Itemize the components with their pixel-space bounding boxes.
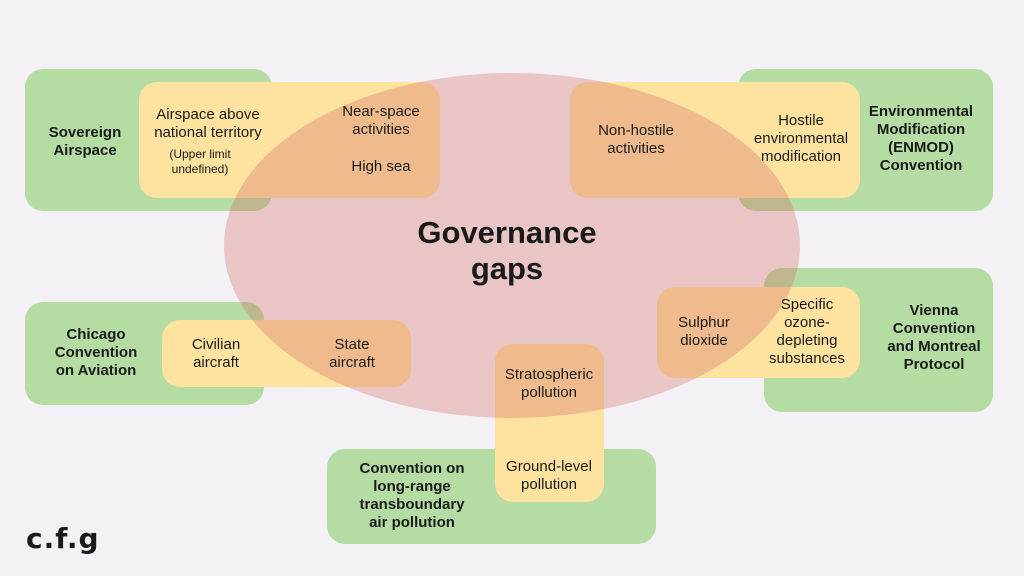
enmod-gap: Non-hostile activities <box>598 122 674 157</box>
sovereign-inner: Airspace above national territory <box>154 106 262 141</box>
sovereign-scope-box <box>139 82 440 198</box>
cfg-logo: c.f.g <box>26 522 100 555</box>
sovereign-label: Sovereign Airspace <box>48 124 122 159</box>
vienna-scope-box <box>657 287 860 378</box>
chicago-scope-box <box>162 320 411 387</box>
sovereign-gap-high-sea: High sea <box>351 158 411 175</box>
chicago-label: Chicago Convention on Aviation <box>54 326 138 379</box>
lrtap-gap: Stratospheric pollution <box>504 366 594 401</box>
vienna-gap: Sulphur dioxide <box>678 314 730 349</box>
sovereign-note: (Upper limit undefined) <box>169 147 231 176</box>
diagram-title: Governance gaps <box>417 215 597 286</box>
chicago-gap: State aircraft <box>329 336 375 371</box>
governance-gaps-ellipse <box>224 73 800 418</box>
vienna-label: Vienna Convention and Montreal Protocol <box>887 302 981 373</box>
vienna-inner: Specific ozone-depleting substances <box>769 296 845 367</box>
lrtap-inner: Ground-level pollution <box>506 458 592 493</box>
enmod-inner: Hostile environmental modification <box>753 112 849 165</box>
lrtap-scope-box <box>495 344 604 502</box>
enmod-label: Environmental Modification (ENMOD) Conve… <box>868 103 974 174</box>
enmod-scope-box <box>570 82 860 198</box>
sovereign-gap-near-space: Near-space activities <box>342 103 420 138</box>
chicago-inner: Civilian aircraft <box>191 336 241 371</box>
lrtap-label: Convention on long-range transboundary a… <box>359 460 465 531</box>
